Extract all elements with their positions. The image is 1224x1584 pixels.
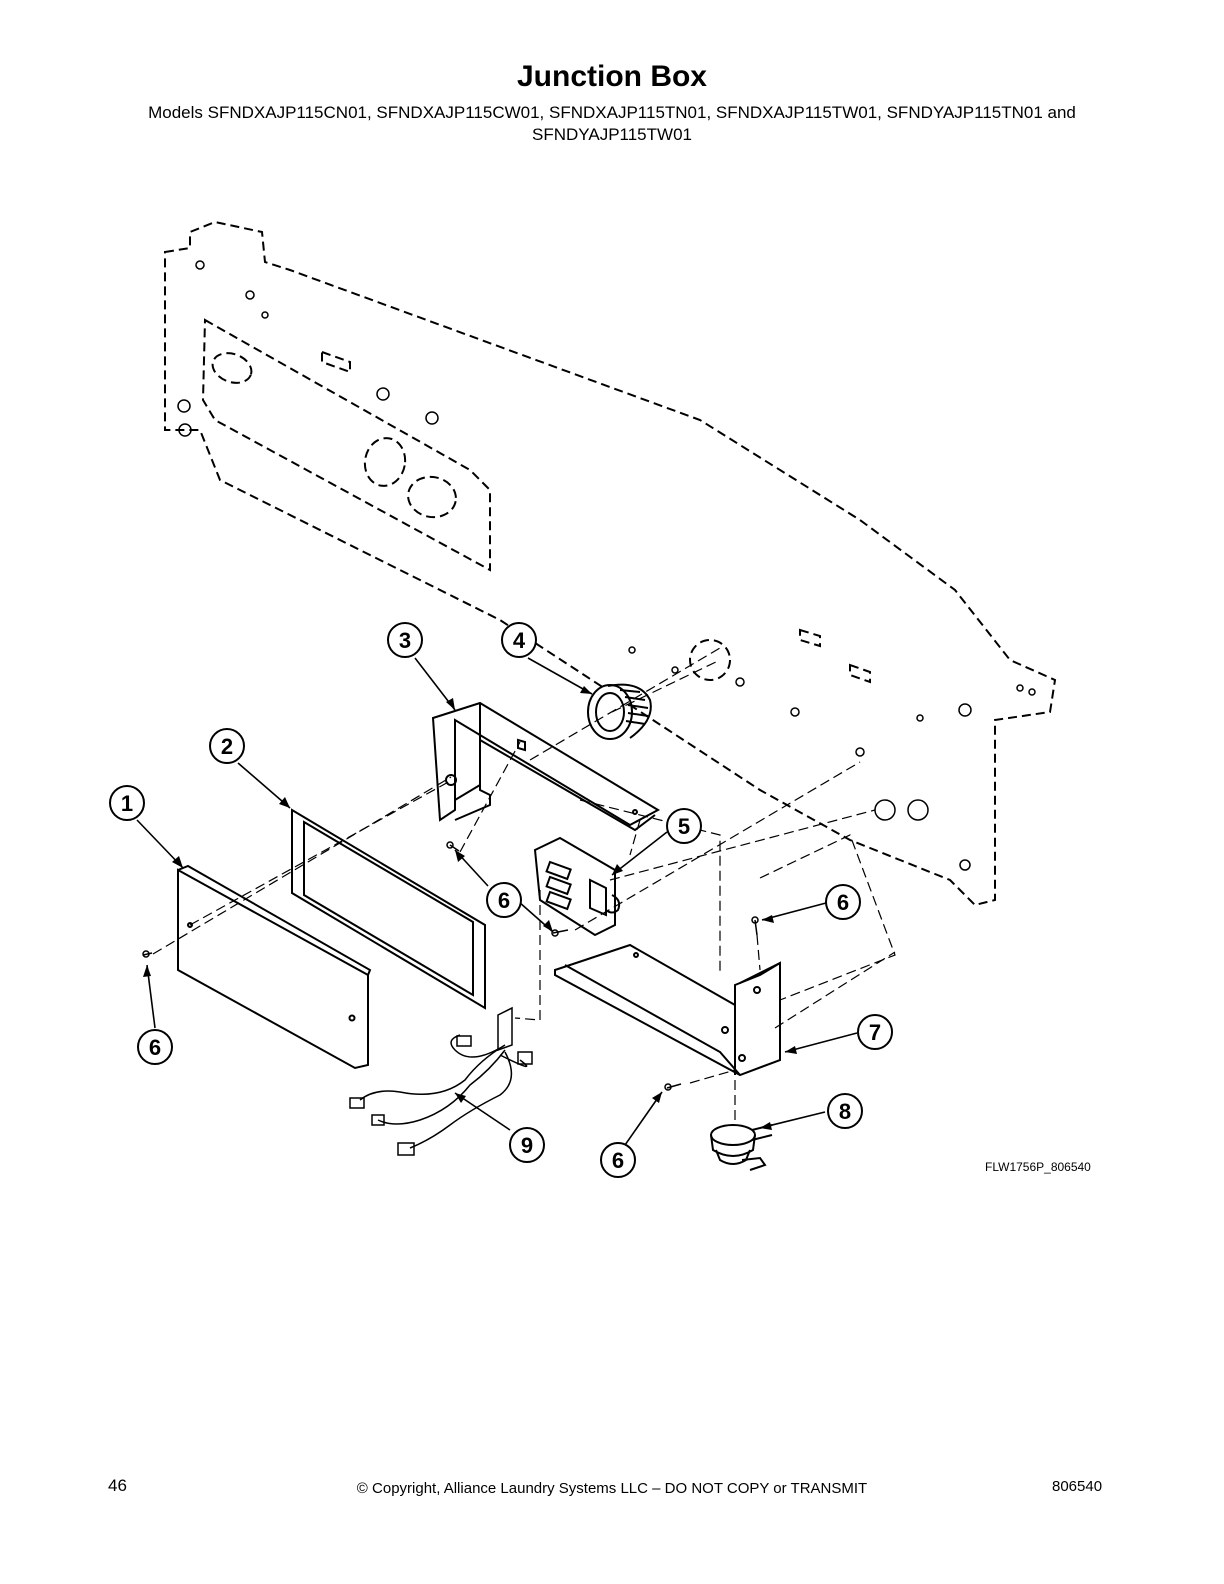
callout-6b-label: 6 — [837, 890, 849, 915]
rear-panel-phantom — [164, 220, 1057, 907]
page-title: Junction Box — [516, 60, 707, 93]
callout-8-label: 8 — [839, 1099, 851, 1124]
callout-5-label: 5 — [678, 814, 690, 839]
callout-6d-label: 6 — [612, 1148, 624, 1173]
callout-9-label: 9 — [521, 1133, 533, 1158]
callout-6a: 6 — [486, 882, 522, 918]
callout-5: 5 — [666, 808, 702, 844]
models-line-2: SFNDYAJP115TW01 — [532, 125, 692, 144]
callout-4-label: 4 — [513, 628, 526, 653]
assembly-lines — [152, 647, 896, 1125]
page-number: 46 — [108, 1476, 127, 1495]
callouts: 1 2 3 4 5 6 6 6 6 6 7 8 9 — [109, 622, 893, 1178]
leader-arrowheads — [143, 686, 797, 1130]
document-number: 806540 — [1052, 1478, 1103, 1495]
part-4-bushing — [587, 683, 652, 740]
callout-2: 2 — [209, 728, 245, 764]
callout-6c-label: 6 — [149, 1035, 161, 1060]
part-8-switch — [710, 1124, 773, 1171]
part-3-upper-bracket — [431, 701, 661, 832]
callout-6d: 6 — [600, 1142, 636, 1178]
callout-2-label: 2 — [221, 734, 233, 759]
callout-6c: 6 — [137, 1029, 173, 1065]
part-5-terminal-block — [533, 836, 621, 937]
callout-6a-label: 6 — [498, 888, 510, 913]
callout-9: 9 — [509, 1127, 545, 1163]
part-2-gasket — [291, 808, 486, 1010]
callout-7: 7 — [857, 1014, 893, 1050]
copyright-notice: © Copyright, Alliance Laundry Systems LL… — [356, 1480, 868, 1497]
screws — [142, 841, 759, 1091]
figure-code: FLW1756P_806540 — [985, 1160, 1091, 1174]
callout-1: 1 — [109, 785, 145, 821]
callout-8: 8 — [827, 1093, 863, 1129]
callout-4: 4 — [501, 622, 537, 658]
models-line-1: Models SFNDXAJP115CN01, SFNDXAJP115CW01,… — [148, 103, 1076, 122]
callout-1-label: 1 — [121, 791, 133, 816]
part-9-wire-harness — [349, 1006, 533, 1156]
callout-3-label: 3 — [399, 628, 411, 653]
callout-7-label: 7 — [869, 1020, 881, 1045]
callout-6b: 6 — [825, 884, 861, 920]
models-subtitle: Models SFNDXAJP115CN01, SFNDXAJP115CW01,… — [100, 102, 1124, 146]
part-7-lower-bracket — [554, 943, 781, 1077]
callout-3: 3 — [387, 622, 423, 658]
